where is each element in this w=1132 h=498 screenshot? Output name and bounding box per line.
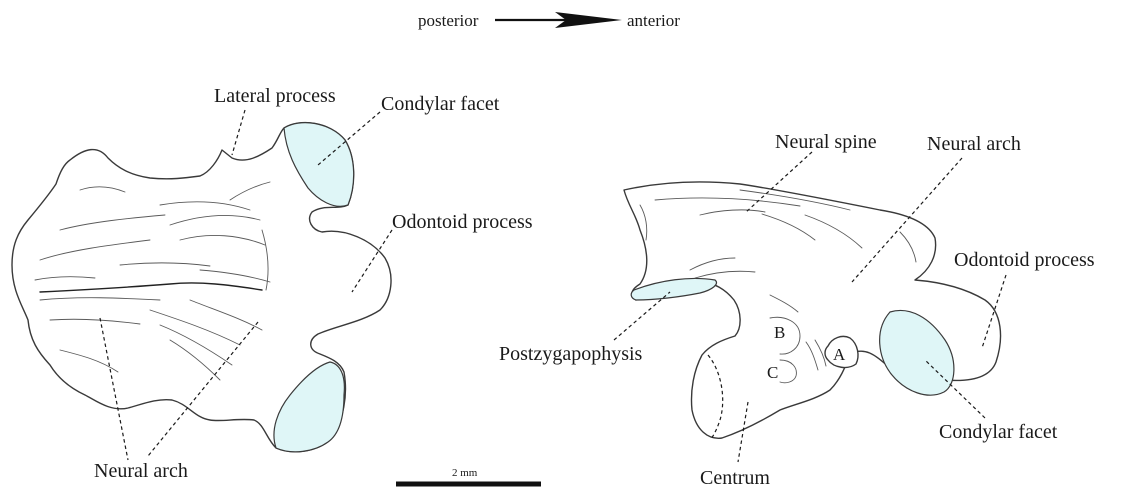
label-centrum: Centrum: [700, 467, 770, 489]
orientation-indicator: posterior anterior: [418, 11, 680, 30]
label-lateral-process: Lateral process: [214, 85, 336, 107]
label-left-neural-arch: Neural arch: [94, 460, 188, 482]
label-left-condylar-facet: Condylar facet: [381, 93, 500, 115]
label-neural-spine: Neural spine: [775, 131, 877, 153]
anterior-label: anterior: [627, 11, 680, 30]
label-foramen-a: A: [833, 345, 846, 364]
left-vertebra-view: Lateral process Condylar facet Odontoid …: [12, 85, 533, 482]
leader-lateral-process: [232, 110, 245, 155]
label-right-condylar-facet: Condylar facet: [939, 421, 1058, 443]
right-vertebra-outline: [624, 182, 1001, 438]
label-right-neural-arch: Neural arch: [927, 133, 1021, 155]
label-foramen-c: C: [767, 363, 778, 382]
label-right-odontoid-process: Odontoid process: [954, 249, 1095, 271]
label-postzygapophysis: Postzygapophysis: [499, 343, 643, 365]
label-left-odontoid-process: Odontoid process: [392, 211, 533, 233]
label-foramen-b: B: [774, 323, 785, 342]
posterior-label: posterior: [418, 11, 479, 30]
scale-bar: 2 mm: [396, 467, 541, 484]
scale-bar-label: 2 mm: [452, 467, 478, 479]
right-vertebra-view: Neural spine Neural arch Odontoid proces…: [499, 131, 1095, 489]
